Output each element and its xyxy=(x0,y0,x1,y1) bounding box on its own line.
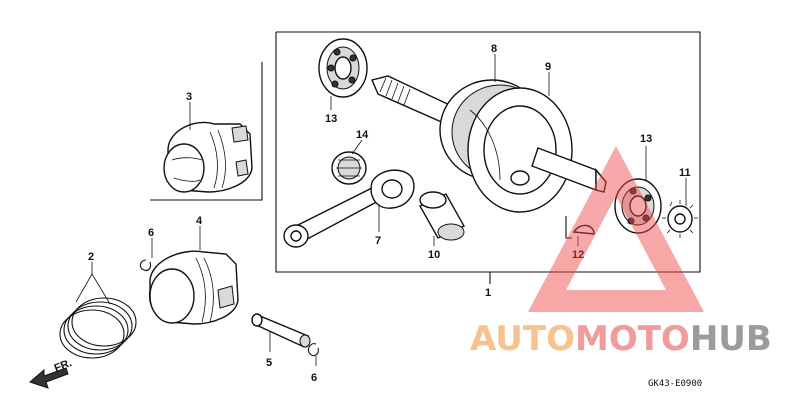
circlip-6-lower xyxy=(307,343,319,357)
piston-rings-2 xyxy=(59,297,137,359)
callout-5: 5 xyxy=(266,357,272,369)
callout-11: 11 xyxy=(679,167,691,179)
callout-3: 3 xyxy=(186,91,192,103)
needle-bearing-14 xyxy=(331,151,367,185)
callout-7: 7 xyxy=(375,235,381,247)
callout-6-lower: 6 xyxy=(311,372,317,384)
bearing-13-right xyxy=(614,178,662,234)
callout-labels: 1 2 3 4 5 6 6 7 8 9 10 11 12 13 13 14 xyxy=(88,43,691,384)
connecting-rod-7 xyxy=(283,169,415,248)
gear-11 xyxy=(662,200,698,238)
callout-1: 1 xyxy=(485,287,491,299)
watermark-triangle-icon xyxy=(528,146,704,312)
piston-3 xyxy=(163,121,253,193)
callout-8: 8 xyxy=(491,43,497,55)
key-12 xyxy=(565,216,595,239)
callout-9: 9 xyxy=(545,61,551,73)
leader-lines xyxy=(75,54,687,366)
callout-4: 4 xyxy=(196,215,203,227)
watermark-hub: HUB xyxy=(690,319,772,359)
watermark-text: AUTOMOTOHUB xyxy=(470,319,772,359)
crankshaft xyxy=(371,75,607,213)
callout-14: 14 xyxy=(356,129,369,141)
callout-6-upper: 6 xyxy=(148,227,154,239)
callout-12: 12 xyxy=(572,249,584,261)
piston-4 xyxy=(148,250,239,325)
front-arrow-icon: FR. xyxy=(29,357,74,389)
circlip-6-upper xyxy=(139,259,152,272)
watermark-auto: AUTO xyxy=(470,319,575,359)
piston-group-bracket xyxy=(150,62,263,201)
crank-pin-10 xyxy=(419,191,465,241)
watermark-moto: MOTO xyxy=(575,319,690,359)
crankshaft-assembly-outline xyxy=(275,31,701,284)
piston-pin-5 xyxy=(251,313,311,348)
callout-13-right: 13 xyxy=(640,133,652,145)
callout-10: 10 xyxy=(428,249,440,261)
callout-13-upper: 13 xyxy=(325,113,337,125)
bearing-13-upper xyxy=(318,38,368,98)
front-marker-label: FR. xyxy=(53,357,74,375)
watermark-logo: AUTOMOTOHUB xyxy=(470,146,772,359)
callout-2: 2 xyxy=(88,251,94,263)
drawing-code: GK43-E0900 xyxy=(648,379,702,389)
